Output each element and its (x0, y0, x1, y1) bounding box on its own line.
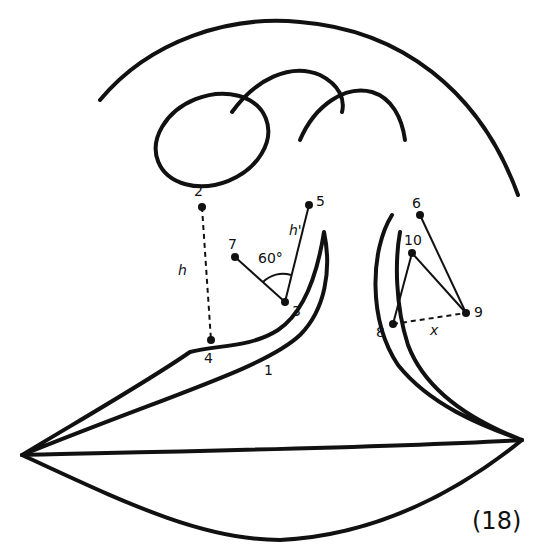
landmark-point (207, 336, 215, 344)
landmark-point (305, 201, 313, 209)
nostril-outline (142, 77, 283, 202)
callout-number: 7 (226, 236, 239, 252)
callout-number: 3 (290, 303, 303, 319)
callout-number: 8 (374, 324, 387, 340)
figure-number: (18) (470, 508, 523, 534)
landmark-point (416, 211, 424, 219)
callout-number: 9 (472, 304, 485, 320)
landmark-point (408, 249, 416, 257)
angle-arc (263, 274, 291, 282)
landmark-point (231, 253, 239, 261)
lower-lip (22, 440, 522, 540)
width-dashed-line (393, 313, 466, 324)
measure-line (393, 253, 412, 324)
landmark-point (281, 298, 289, 306)
dimension-label: x (428, 322, 440, 338)
callout-number: 6 (410, 195, 423, 211)
measure-line (412, 253, 466, 313)
columella-curve (300, 91, 405, 140)
philtral-column-left (22, 232, 327, 455)
callout-number: 2 (192, 183, 205, 199)
dimension-label: h' (287, 222, 304, 238)
callout-number: 4 (202, 350, 215, 366)
measure-line (285, 205, 309, 302)
angle-label: 60° (256, 250, 285, 266)
philtral-column-right (375, 215, 522, 440)
measure-line (420, 215, 466, 313)
height-dashed-line (202, 207, 211, 340)
landmark-point (389, 320, 397, 328)
landmark-point (462, 309, 470, 317)
dimension-label: h (176, 262, 189, 278)
callout-number: 5 (314, 193, 327, 209)
callout-number: 10 (402, 232, 424, 248)
landmark-point (198, 203, 206, 211)
mouth-line (22, 440, 522, 455)
callout-number: 1 (262, 362, 275, 378)
